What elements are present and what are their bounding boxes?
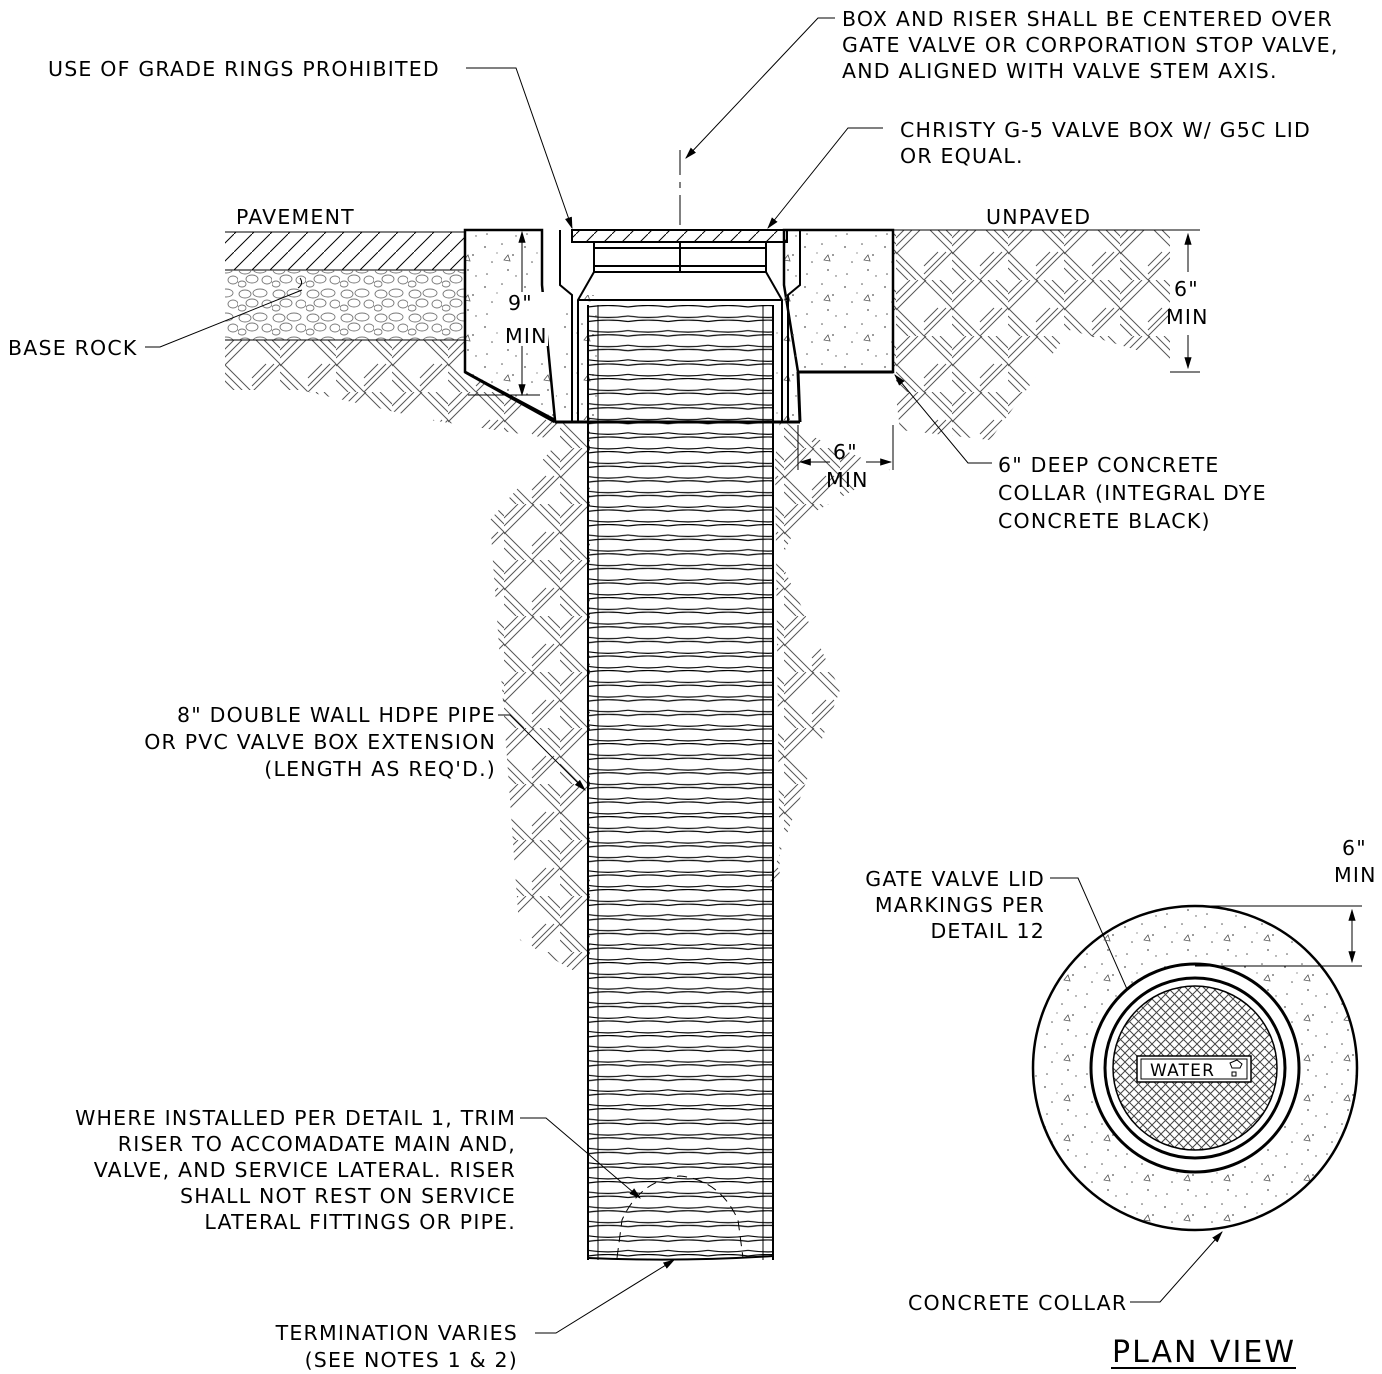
label-collar-2: COLLAR (INTEGRAL DYE: [998, 481, 1267, 505]
label-where-2: RISER TO ACCOMADATE MAIN AND,: [118, 1132, 516, 1156]
pavement-section: [225, 231, 465, 341]
plan-view: [1031, 904, 1362, 1369]
label-unpaved: UNPAVED: [986, 205, 1091, 229]
label-pipe-2: OR PVC VALVE BOX EXTENSION: [144, 730, 496, 754]
dim-6-bottom-value: 6": [833, 440, 858, 464]
label-plan-view: PLAN VIEW: [1112, 1335, 1296, 1370]
dim-6-right-value: 6": [1174, 277, 1199, 301]
label-term-2: (SEE NOTES 1 & 2): [305, 1348, 518, 1372]
label-where-1: WHERE INSTALLED PER DETAIL 1, TRIM: [75, 1106, 516, 1130]
label-christy-1: CHRISTY G-5 VALVE BOX W/ G5C LID: [900, 118, 1311, 142]
label-concrete-collar: CONCRETE COLLAR: [908, 1291, 1127, 1315]
label-pipe-3: (LENGTH AS REQ'D.): [264, 757, 496, 781]
label-collar-1: 6" DEEP CONCRETE: [998, 453, 1220, 477]
label-box-riser-1: BOX AND RISER SHALL BE CENTERED OVER: [842, 7, 1333, 31]
label-gate-3: DETAIL 12: [930, 919, 1045, 943]
label-where-5: LATERAL FITTINGS OR PIPE.: [204, 1210, 516, 1234]
dim-6in-bottom: [797, 425, 894, 470]
valve-box: [559, 229, 801, 422]
plan-dim-6-value: 6": [1342, 836, 1367, 860]
water-plate: [1136, 1055, 1252, 1083]
label-gate-2: MARKINGS PER: [875, 893, 1045, 917]
soil-hatch: [225, 230, 1170, 980]
dim-9-value: 9": [508, 291, 533, 315]
label-grade-rings: USE OF GRADE RINGS PROHIBITED: [48, 57, 440, 81]
label-term-1: TERMINATION VARIES: [275, 1321, 518, 1345]
label-box-riser-3: AND ALIGNED WITH VALVE STEM AXIS.: [842, 59, 1278, 83]
label-collar-3: CONCRETE BLACK): [998, 509, 1211, 533]
dim-6-bottom-min: MIN: [826, 468, 869, 492]
dim-6in-right: [1170, 229, 1200, 373]
label-where-3: VALVE, AND SERVICE LATERAL. RISER: [94, 1158, 516, 1182]
label-base-rock: BASE ROCK: [8, 336, 138, 360]
hdpe-pipe: [587, 305, 774, 1261]
label-box-riser-2: GATE VALVE OR CORPORATION STOP VALVE,: [842, 33, 1339, 57]
label-water: WATER: [1150, 1061, 1215, 1081]
label-christy-2: OR EQUAL.: [900, 144, 1024, 168]
label-gate-1: GATE VALVE LID: [865, 867, 1045, 891]
label-where-4: SHALL NOT REST ON SERVICE: [180, 1184, 516, 1208]
label-pipe-1: 8" DOUBLE WALL HDPE PIPE: [177, 703, 496, 727]
faucet-icon: [1229, 1059, 1243, 1077]
text-labels: BOX AND RISER SHALL BE CENTERED OVER GAT…: [8, 7, 1377, 1372]
plan-dim-6-min: MIN: [1334, 863, 1377, 887]
dim-6-right-min: MIN: [1166, 305, 1209, 329]
label-pavement: PAVEMENT: [236, 205, 355, 229]
leader-lines: [145, 17, 1223, 1334]
dim-9-min: MIN: [505, 324, 548, 348]
